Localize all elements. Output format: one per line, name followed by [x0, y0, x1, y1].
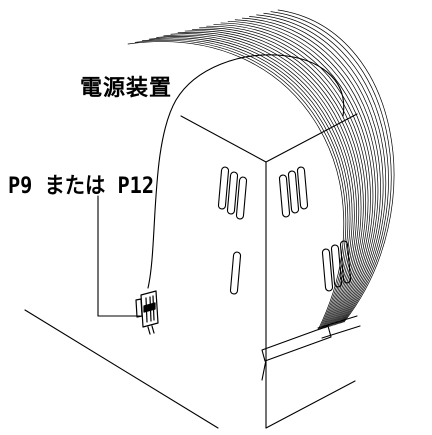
power-supply-label: 電源装置: [80, 76, 173, 101]
bundle-wire: [170, 33, 357, 329]
bundle-wire: [241, 17, 381, 325]
connector-cable: [147, 54, 345, 289]
bundle-wire: [156, 36, 353, 329]
bundle-wire: [134, 40, 347, 330]
bundle-wire: [270, 11, 392, 323]
bundle-wire: [249, 16, 384, 324]
bundle-wire: [177, 32, 360, 328]
box-bottom-edge: [265, 380, 356, 429]
wire-bundle: [127, 9, 395, 331]
power-supply-box: [24, 113, 358, 429]
leader-line: [97, 195, 141, 317]
bundle-wire: [263, 12, 389, 324]
bundle-wire: [191, 29, 364, 327]
bundle-wire: [199, 27, 367, 327]
bundle-wire: [256, 14, 387, 324]
bundle-clamp: [261, 315, 361, 381]
connector-plug: [135, 290, 159, 335]
vent-slots-right: [278, 166, 352, 292]
chassis-edge: [24, 309, 219, 429]
vent-slots-left: [217, 166, 248, 295]
bundle-wire: [184, 30, 362, 328]
bundle-wire: [227, 20, 376, 326]
bundle-wire: [220, 22, 374, 326]
bundle-wire: [149, 37, 351, 330]
bundle-wire: [213, 24, 371, 326]
bundle-wire: [277, 9, 395, 323]
bundle-wire: [163, 34, 355, 329]
bundle-wire: [234, 19, 379, 325]
bundle-wire: [141, 38, 349, 330]
bundle-wire: [206, 25, 369, 327]
bundle-wire: [127, 41, 344, 331]
connector-label: P9 または P12: [8, 174, 155, 199]
